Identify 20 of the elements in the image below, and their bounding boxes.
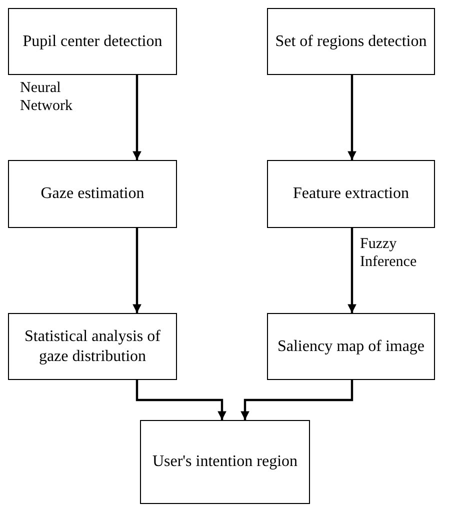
arrow (132, 75, 142, 160)
arrow (348, 228, 356, 313)
arrow (136, 380, 226, 420)
box-text: User's intention region (152, 452, 298, 472)
box-text: Statistical analysis of gaze distribution (24, 327, 162, 366)
process-box (267, 160, 435, 228)
box-text: Saliency map of image (277, 336, 425, 356)
box-text: Feature extraction (293, 184, 409, 204)
box-text: Gaze estimation (40, 184, 144, 204)
process-box (267, 8, 435, 75)
process-box (8, 160, 177, 228)
box-text: Pupil center detection (22, 32, 162, 52)
process-box (8, 313, 177, 380)
process-box (267, 313, 435, 380)
arrow (348, 75, 356, 160)
arrow (240, 380, 354, 420)
arrow (132, 228, 142, 313)
process-box (140, 420, 310, 504)
box-text: Set of regions detection (275, 32, 427, 52)
process-box (8, 8, 177, 75)
